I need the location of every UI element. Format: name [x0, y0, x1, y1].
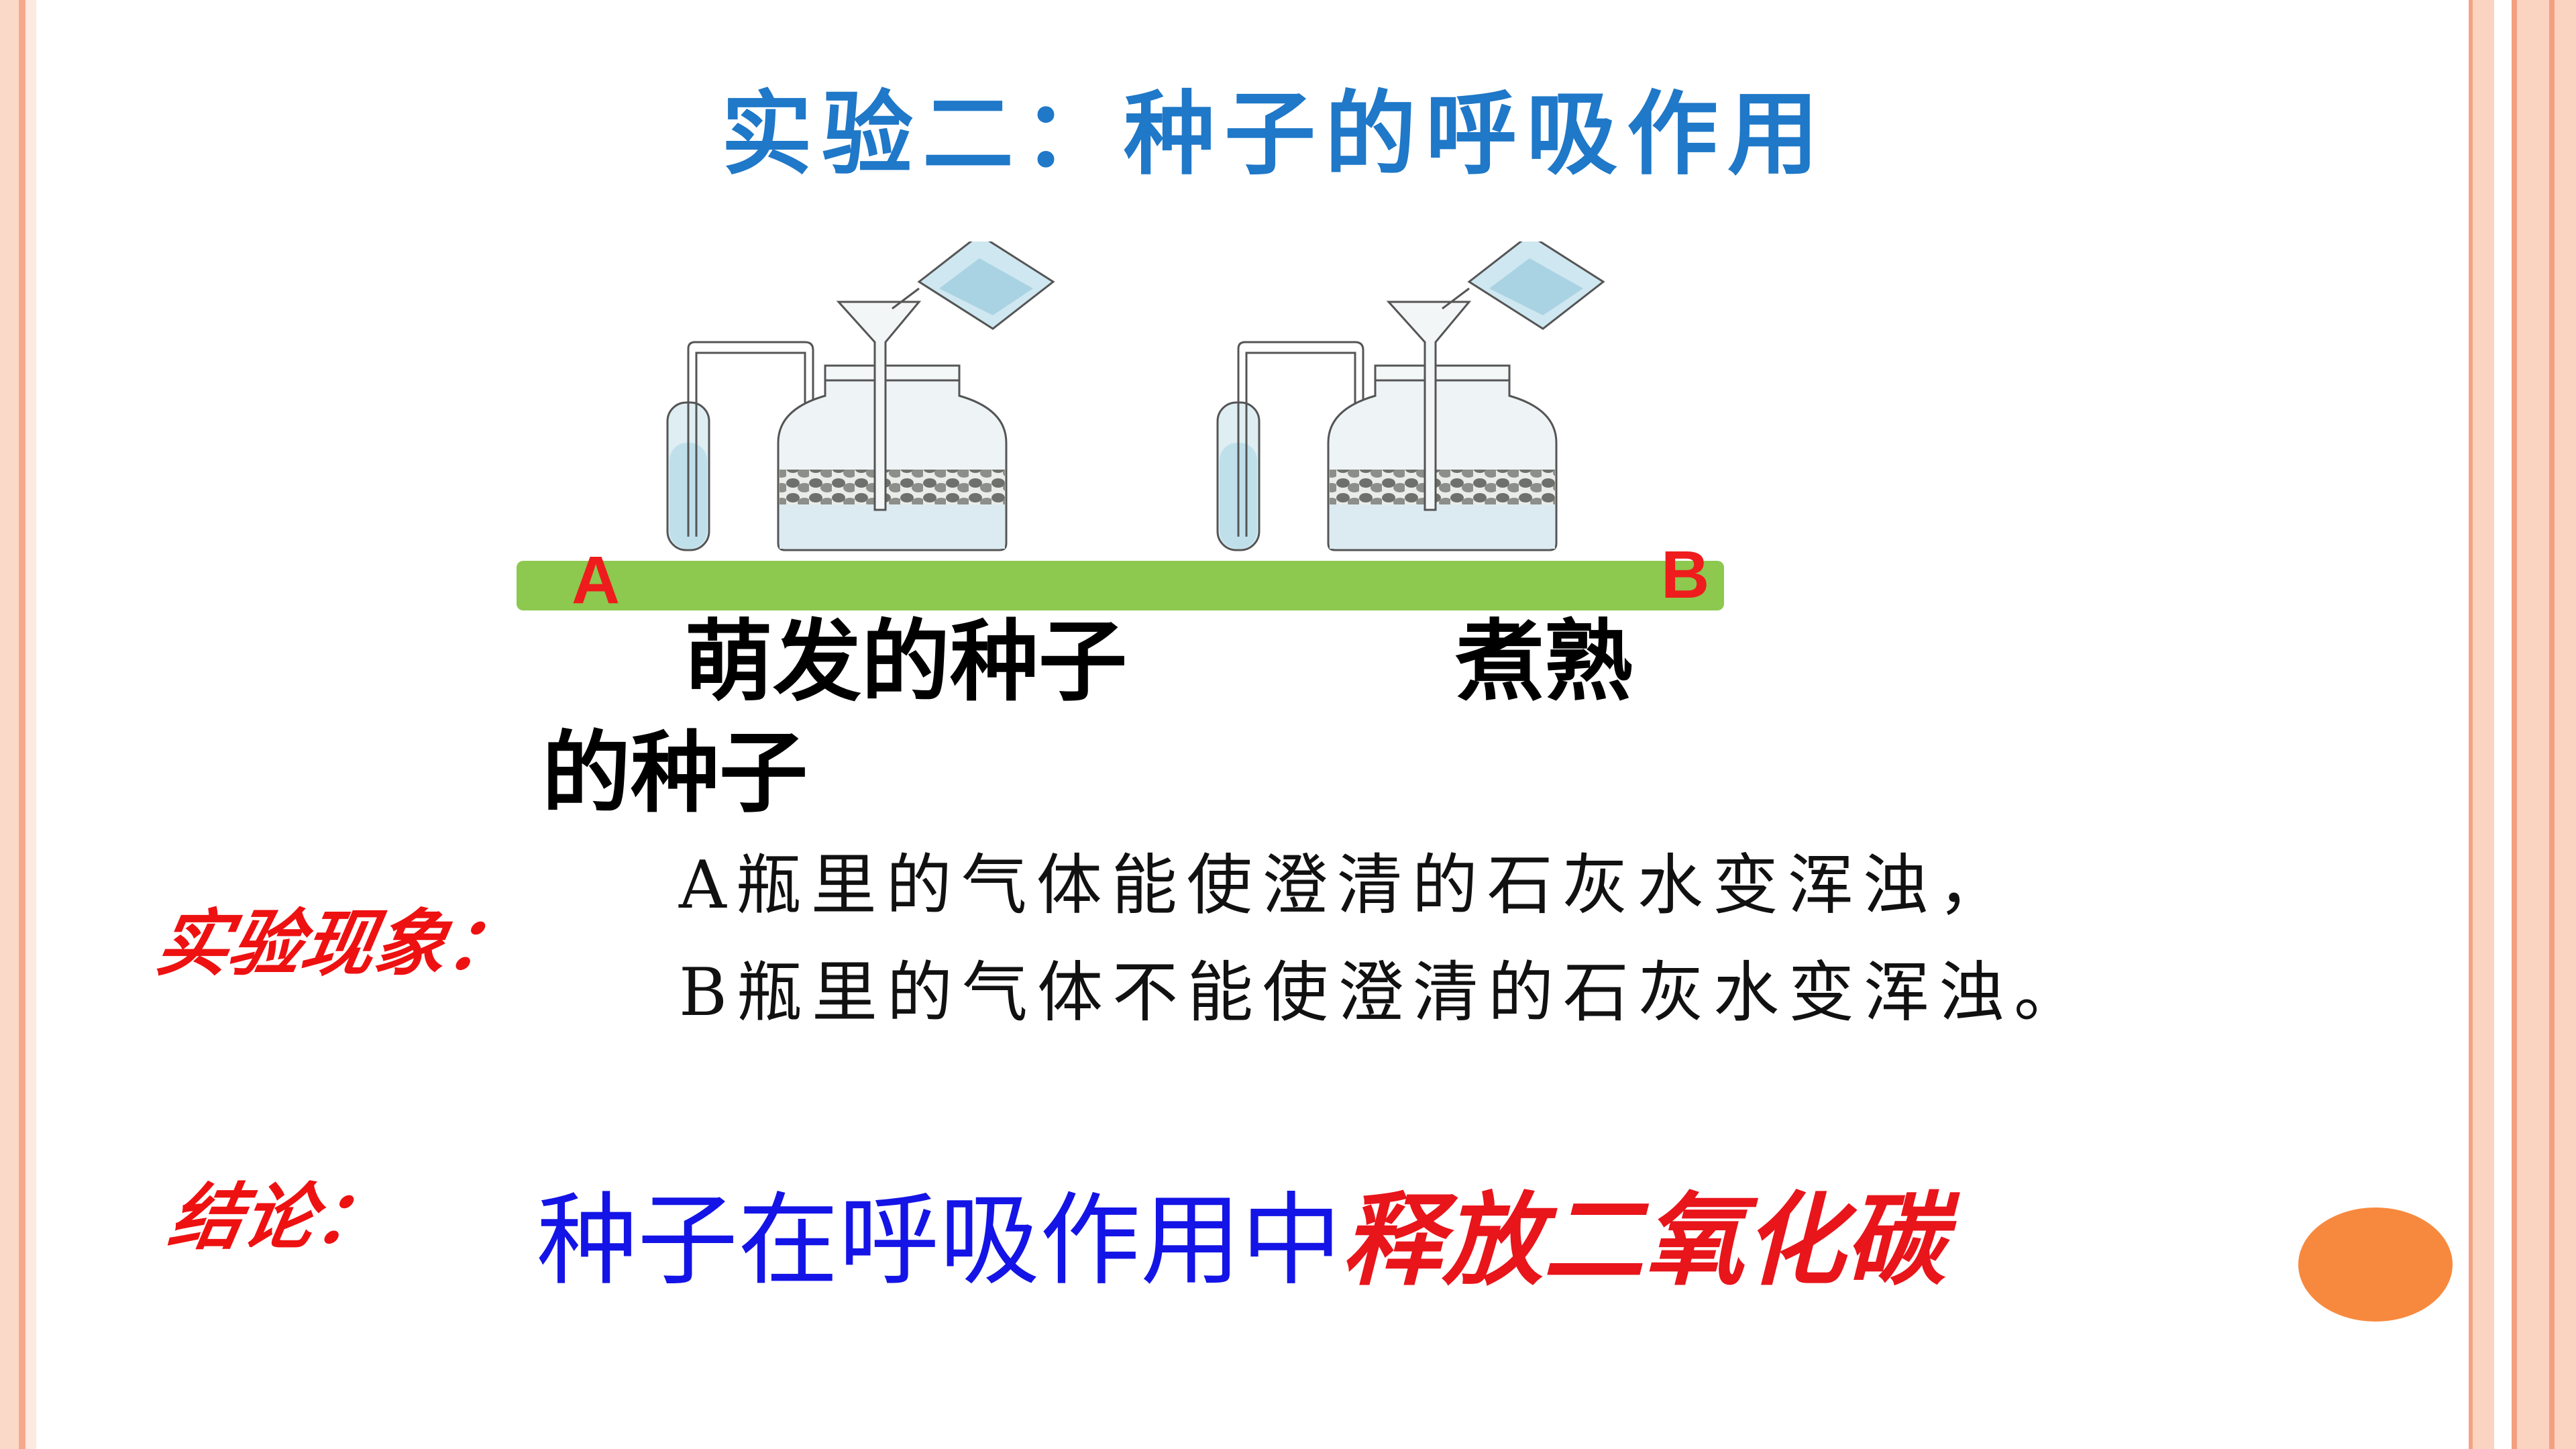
experiment-apparatus-illustration — [666, 241, 1605, 551]
frame-right-line — [2469, 0, 2473, 1449]
phenomenon-label: 实验现象： — [150, 902, 527, 986]
caption-boiled: 煮熟 — [1456, 610, 1633, 714]
phenomenon-line-1: A瓶里的气体能使澄清的石灰水变浑浊， — [679, 847, 2013, 924]
frame-right-line — [2549, 0, 2555, 1449]
conclusion-label: 结论： — [163, 1175, 396, 1260]
frame-left-inner — [25, 0, 36, 1449]
frame-left-border — [0, 0, 19, 1449]
conclusion-text-red: 释放二氧化碳 — [1342, 1183, 1946, 1299]
conclusion-text-blue: 种子在呼吸作用中 — [537, 1183, 1342, 1299]
orange-decorative-dot — [2298, 1208, 2453, 1322]
frame-left-line — [19, 0, 25, 1449]
caption-germinating-seeds: 萌发的种子 — [684, 610, 1127, 714]
conclusion-text: 种子在呼吸作用中释放二氧化碳 — [537, 1159, 1945, 1305]
apparatus-a — [666, 241, 1055, 551]
slide-title: 实验二：种子的呼吸作用 — [721, 80, 1828, 188]
frame-right-gap — [2494, 0, 2512, 1449]
frame-right-border — [2469, 0, 2576, 1449]
frame-right-line — [2512, 0, 2517, 1449]
green-table-bar — [517, 561, 1724, 610]
label-b: B — [1661, 537, 1710, 612]
apparatus-b — [1216, 241, 1605, 551]
label-a: A — [572, 543, 621, 618]
phenomenon-line-2: B瓶里的气体不能使澄清的石灰水变浑浊。 — [679, 955, 2090, 1031]
caption-seeds-wrap: 的种子 — [542, 722, 808, 825]
